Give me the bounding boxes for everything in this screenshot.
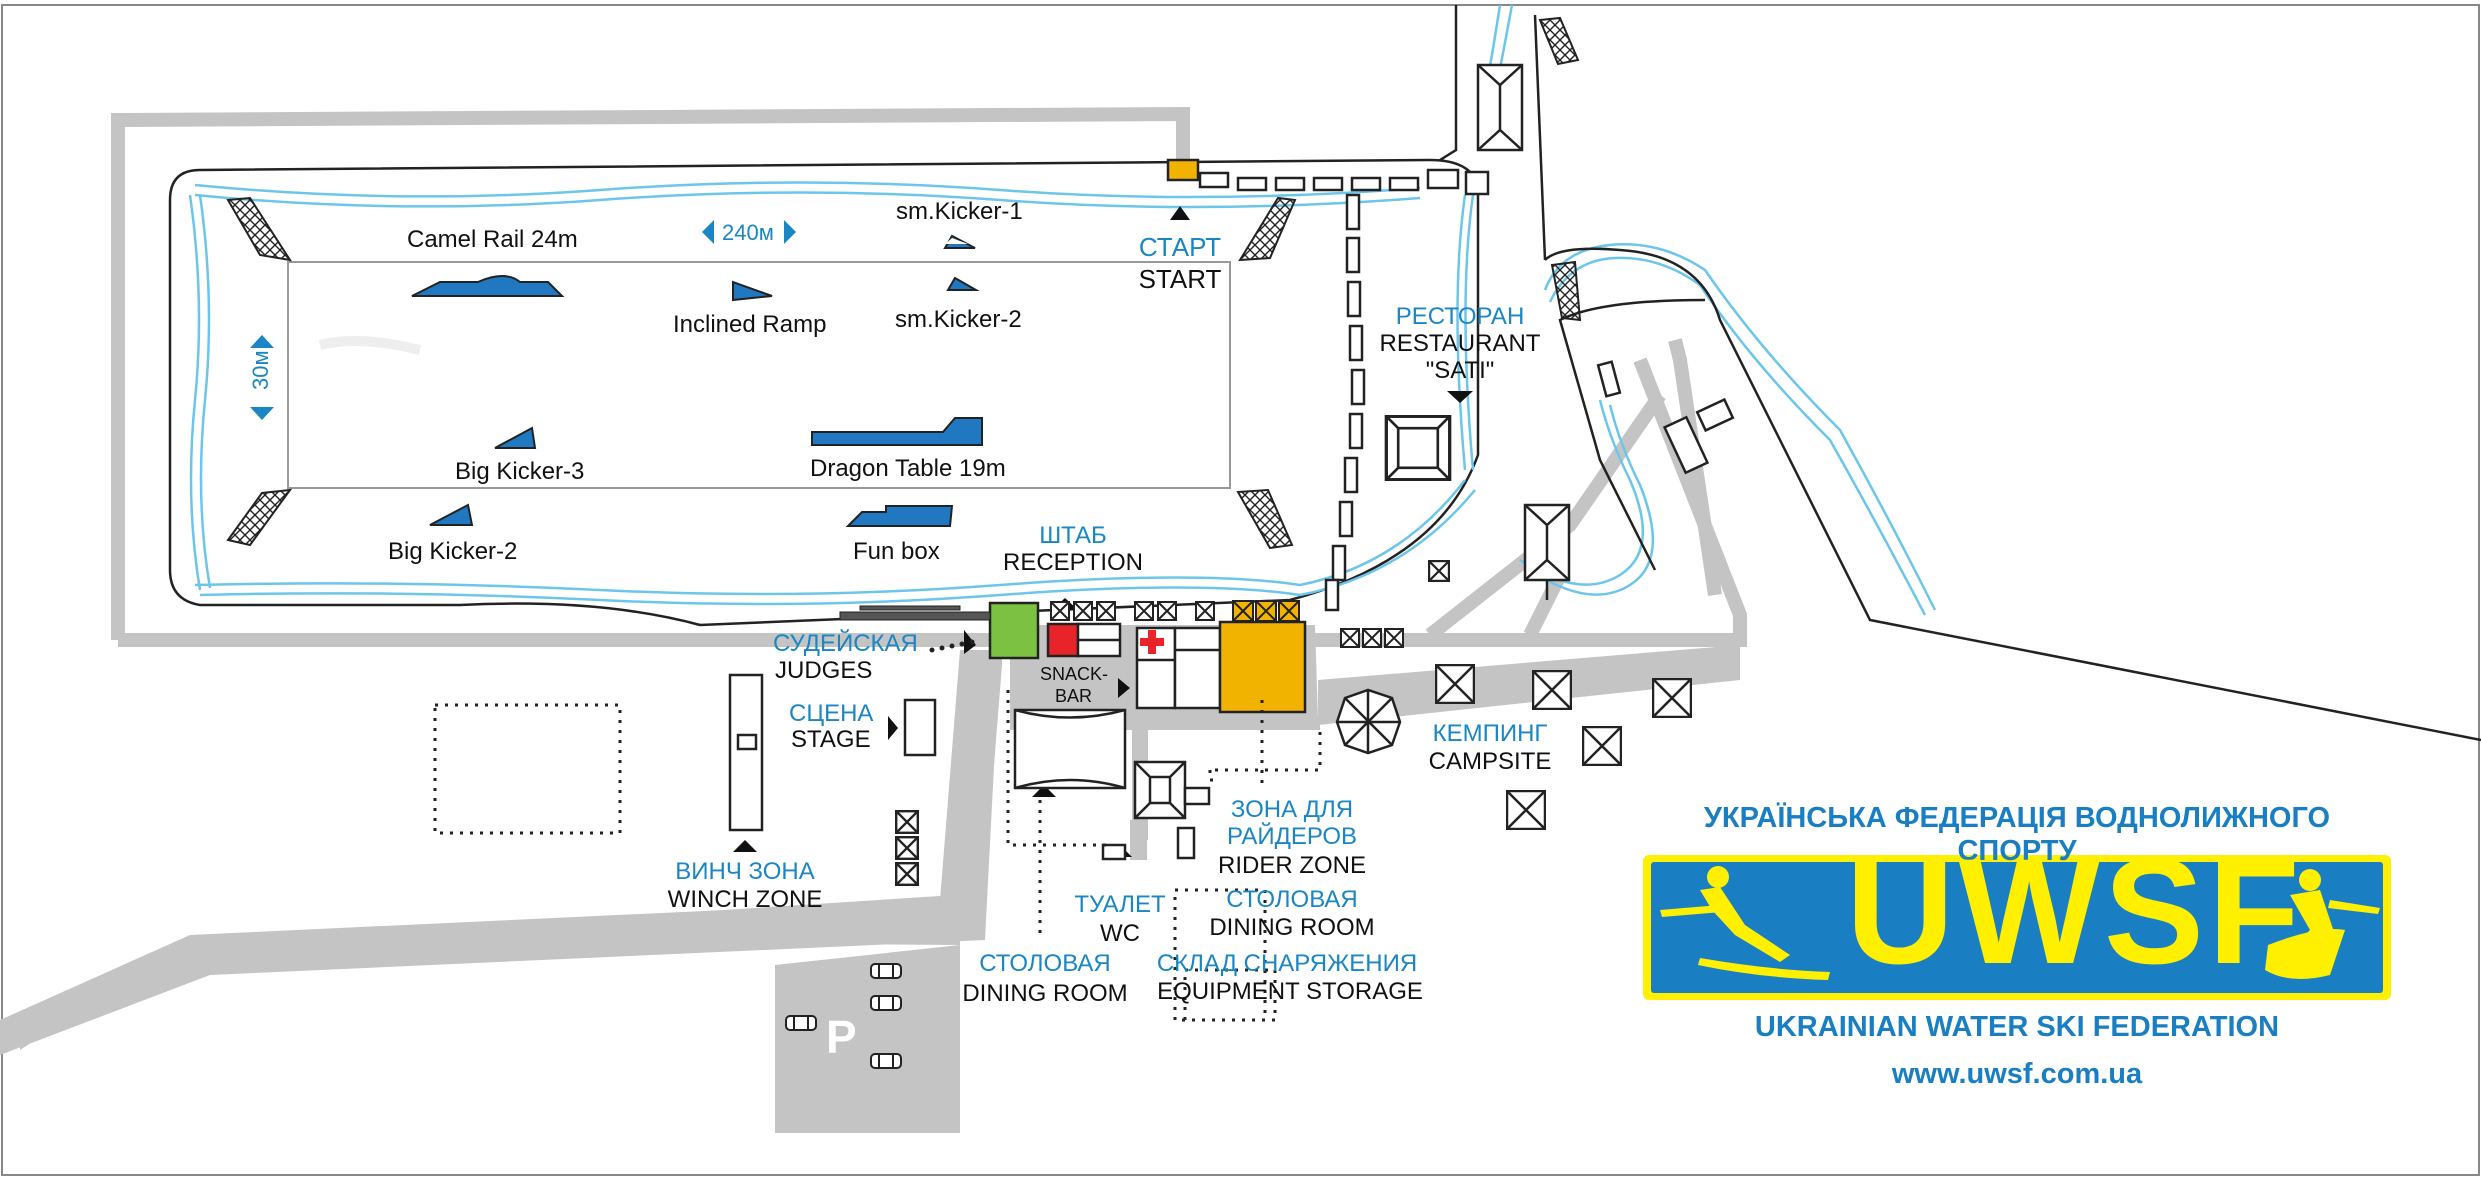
red-cross-icon xyxy=(1140,630,1164,654)
judges-label-ua: СУДЕЙСКАЯ xyxy=(773,630,918,657)
house xyxy=(1523,503,1571,600)
campsite-label-en: CAMPSITE xyxy=(1428,748,1552,775)
dining-left-label-en: DINING ROOM xyxy=(962,980,1128,1007)
wc-label-ua: ТУАЛЕТ xyxy=(1074,891,1166,918)
dining-right-label-ua: СТОЛОВАЯ xyxy=(1226,886,1358,913)
start-label-ua: СТАРТ xyxy=(1138,232,1222,262)
gazebo xyxy=(1335,688,1402,755)
camel-rail-label: Camel Rail 24m xyxy=(407,226,578,253)
reception-label-en: RECEPTION xyxy=(1002,549,1144,576)
reception-label-ua: ШТАБ xyxy=(1039,522,1107,549)
big-kicker-2-label: Big Kicker-2 xyxy=(388,538,518,565)
winch-label-en: WINCH ZONE xyxy=(667,886,823,913)
stage-label-en: STAGE xyxy=(791,726,871,753)
fun-box-label: Fun box xyxy=(853,538,940,565)
stage-label-ua: СЦЕНА xyxy=(789,700,874,727)
big-kicker-3-label: Big Kicker-3 xyxy=(455,458,585,485)
restaurant-name: "SATI" xyxy=(1425,357,1495,384)
dragon-table-label: Dragon Table 19m xyxy=(810,455,1006,482)
snack-bar-label-1: SNACK- xyxy=(1040,664,1109,684)
dimension-arrows xyxy=(250,220,796,420)
length-240-label: 240м xyxy=(722,220,774,245)
campsite-label-ua: КЕМПИНГ xyxy=(1432,720,1548,747)
restaurant-label-ua: РЕСТОРАН xyxy=(1395,303,1525,330)
rider-zone-label-en: RIDER ZONE xyxy=(1217,852,1367,879)
wc-label-en: WC xyxy=(1100,920,1140,947)
dotted-areas xyxy=(433,690,1322,1022)
roads xyxy=(111,106,1747,647)
pylon-icon xyxy=(226,16,1582,550)
width-30-label: 30м xyxy=(248,350,273,390)
inclined-ramp-label: Inclined Ramp xyxy=(673,311,827,338)
federation-name-ua: УКРАЇНСЬКА ФЕДЕРАЦІЯ ВОДНОЛИЖНОГО СПОРТУ xyxy=(1703,802,2331,867)
storage-label-en: EQUIPMENT STORAGE xyxy=(1157,978,1423,1005)
snack-bar-label-2: BAR xyxy=(1055,686,1093,706)
dining-left-label-ua: СТОЛОВАЯ xyxy=(979,950,1111,977)
parking-label: P xyxy=(826,1011,857,1063)
judges-label-en: JUDGES xyxy=(775,657,873,684)
uwsf-logo xyxy=(1643,855,2391,1000)
ramps xyxy=(411,234,983,527)
start-label-en: START xyxy=(1138,264,1222,294)
dining-right-label-en: DINING ROOM xyxy=(1209,914,1375,941)
uwsf-logo-text: UWSF xyxy=(1846,827,2304,995)
sm-kicker-2-label: sm.Kicker-2 xyxy=(895,306,1022,333)
rider-zone-label-ua-1: ЗОНА ДЛЯ xyxy=(1230,796,1354,823)
dock xyxy=(1166,63,1524,612)
restaurant-label-en: RESTAURANT xyxy=(1379,330,1541,357)
federation-name-en: UKRAINIAN WATER SKI FEDERATION xyxy=(1754,1011,2280,1043)
winch-label-ua: ВИНЧ ЗОНА xyxy=(675,858,815,885)
rider-zone-label-ua-2: РАЙДЕРОВ xyxy=(1226,823,1358,850)
east-shore xyxy=(1439,5,2481,742)
storage-label-ua: СКЛАД СНАРЯЖЕНИЯ xyxy=(1156,950,1418,977)
federation-website[interactable]: www.uwsf.com.ua xyxy=(1891,1058,2143,1090)
cable-course xyxy=(287,261,1231,489)
restaurant-building xyxy=(1386,416,1449,479)
sm-kicker-1-label: sm.Kicker-1 xyxy=(896,198,1023,225)
facility-buildings xyxy=(728,601,1307,861)
